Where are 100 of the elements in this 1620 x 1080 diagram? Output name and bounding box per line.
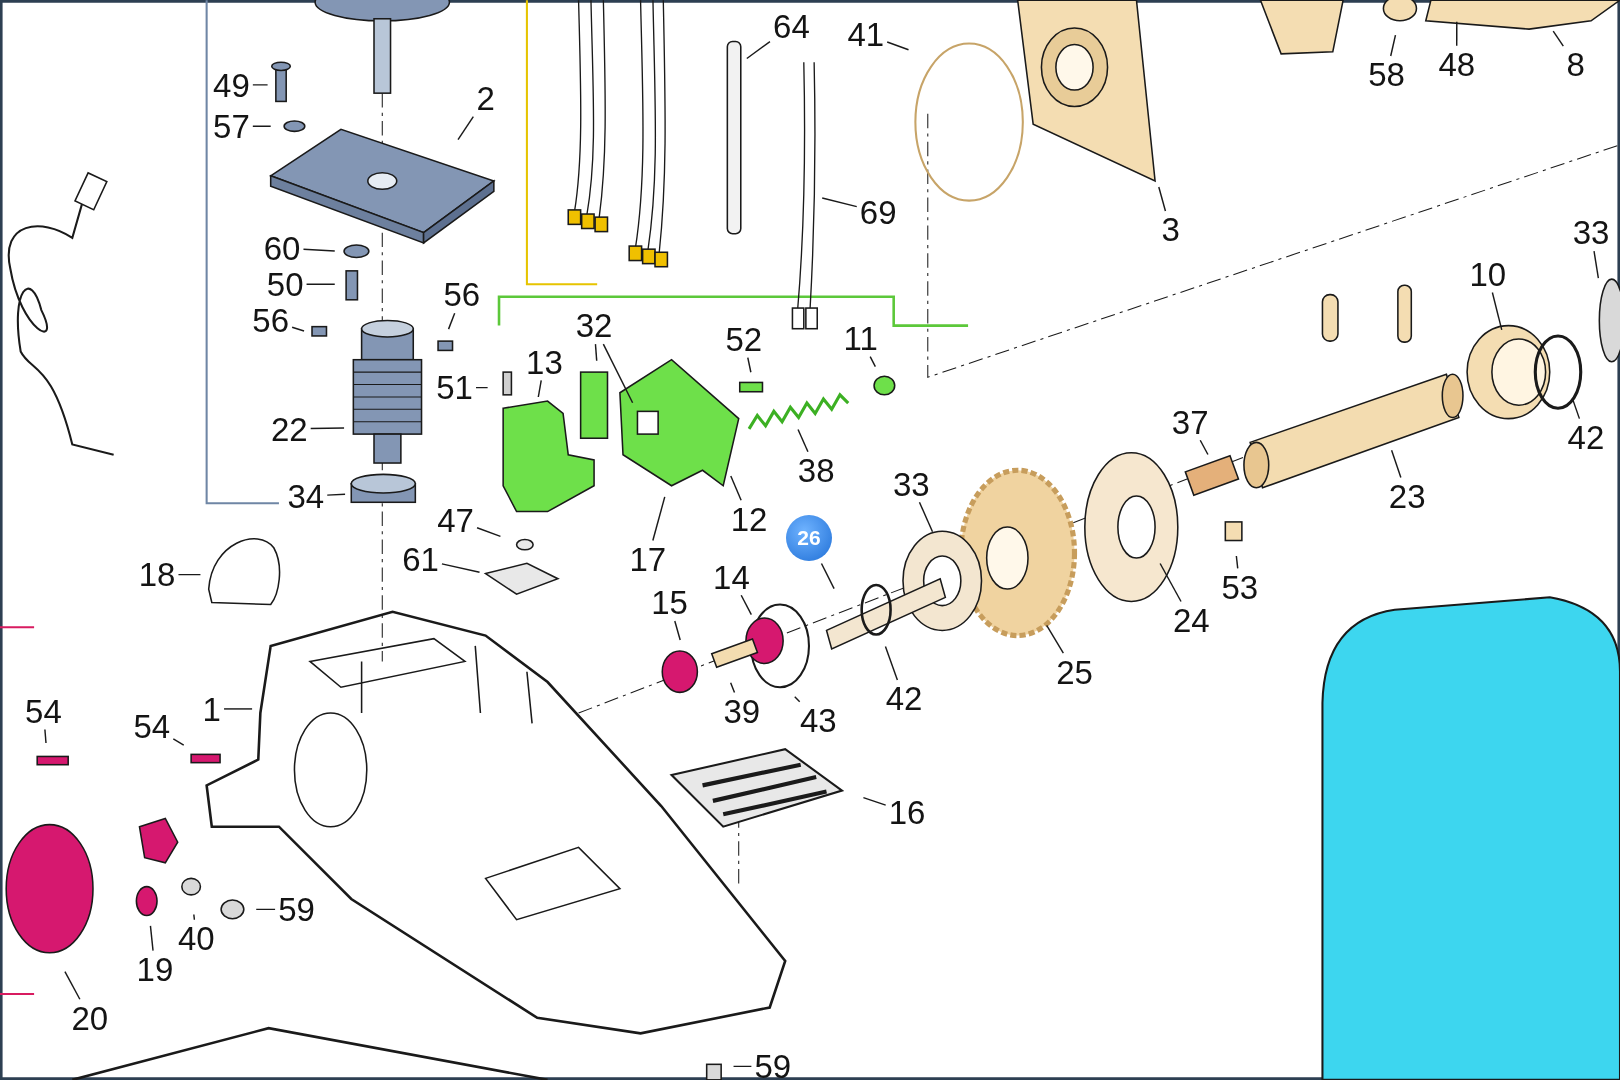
callout-number: 33 xyxy=(891,467,931,500)
callout-number: 54 xyxy=(132,709,172,743)
leader-line xyxy=(537,379,542,398)
leader-line xyxy=(64,970,81,1000)
leader-line xyxy=(177,573,202,576)
leader-line xyxy=(1491,291,1503,331)
callout-number: 52 xyxy=(724,322,764,356)
leader-line xyxy=(1593,250,1600,279)
callout-number: 12 xyxy=(729,502,769,536)
leader-line xyxy=(1159,562,1182,603)
leader-line xyxy=(1456,21,1458,47)
callout-number: 41 xyxy=(846,17,886,51)
callout-number: 16 xyxy=(887,795,927,829)
callout-number: 61 xyxy=(401,542,440,576)
callout-number: 19 xyxy=(135,952,175,986)
leader-line xyxy=(255,908,276,911)
callout-number: 58 xyxy=(1367,57,1406,91)
callout-number: 11 xyxy=(842,321,879,355)
callout-number: 51 xyxy=(435,370,474,404)
callout-number: 10 xyxy=(1468,257,1508,291)
callout-number: 69 xyxy=(858,195,898,229)
leader-line xyxy=(602,343,634,404)
leader-line xyxy=(729,681,736,694)
callout-number: 23 xyxy=(1387,479,1427,513)
leader-line xyxy=(886,41,910,51)
callout-number: 56 xyxy=(442,277,482,311)
leader-line xyxy=(149,925,154,952)
callout-number: 56 xyxy=(251,303,291,337)
leader-line xyxy=(1552,30,1565,47)
callout-badge: 26 xyxy=(785,515,832,562)
leader-line xyxy=(674,620,681,641)
callout-number: 17 xyxy=(628,542,668,576)
leader-line xyxy=(1571,397,1581,420)
callout-number: 15 xyxy=(650,585,689,619)
callout-number: 49 xyxy=(212,68,251,102)
leader-line xyxy=(291,326,305,332)
callout-number: 20 xyxy=(70,1001,110,1035)
leader-line xyxy=(747,356,752,373)
callout-number: 59 xyxy=(277,892,316,926)
leader-line xyxy=(447,312,456,330)
leader-line xyxy=(918,501,934,533)
leader-line xyxy=(302,248,336,252)
callout-number: 8 xyxy=(1565,47,1586,81)
leader-line xyxy=(821,197,858,208)
leader-line xyxy=(1390,449,1402,479)
callout-number: 42 xyxy=(1566,420,1606,454)
leader-line xyxy=(305,283,336,285)
leader-line xyxy=(730,475,742,501)
leader-line xyxy=(1390,34,1397,57)
leader-line xyxy=(441,563,481,573)
callout-number: 40 xyxy=(176,921,216,955)
leader-line xyxy=(172,738,185,746)
leader-line xyxy=(252,84,269,86)
leader-line xyxy=(476,527,502,538)
leader-line xyxy=(746,40,771,60)
leader-line xyxy=(1045,624,1065,654)
callout-number: 43 xyxy=(798,703,838,737)
callout-number: 38 xyxy=(796,453,836,487)
callout-number: 32 xyxy=(574,308,614,342)
leader-line xyxy=(652,496,666,542)
callout-number: 42 xyxy=(884,681,924,715)
leader-line xyxy=(326,493,346,496)
leader-line xyxy=(252,125,272,127)
callout-number: 25 xyxy=(1055,655,1094,689)
callout-number: 48 xyxy=(1437,47,1477,81)
leader-line xyxy=(862,796,887,806)
callout-number: 59 xyxy=(753,1049,793,1080)
leader-line xyxy=(820,562,835,590)
callout-number: 14 xyxy=(712,560,751,593)
callout-number: 53 xyxy=(1220,570,1260,604)
leader-line xyxy=(310,427,345,430)
callout-number: 18 xyxy=(137,557,177,591)
callout-number: 2 xyxy=(475,81,496,115)
callout-number: 37 xyxy=(1170,405,1210,438)
leader-line xyxy=(1158,186,1167,212)
callout-number: 22 xyxy=(269,412,309,446)
leader-line xyxy=(794,696,801,703)
callout-number: 1 xyxy=(201,692,222,726)
leader-line xyxy=(457,115,475,141)
callout-number: 47 xyxy=(436,503,475,537)
leader-line xyxy=(223,708,253,710)
leader-line xyxy=(884,645,899,681)
leader-line xyxy=(193,913,196,921)
callout-number: 33 xyxy=(1571,215,1611,249)
callout-number: 13 xyxy=(525,345,564,379)
callout-number: 64 xyxy=(772,9,811,43)
callout-number: 3 xyxy=(1160,212,1181,246)
leader-line xyxy=(869,355,877,368)
leader-line xyxy=(740,594,753,616)
callout-number: 24 xyxy=(1171,603,1211,637)
callout-number: 39 xyxy=(722,694,762,728)
callout-number: 60 xyxy=(262,231,302,265)
leader-line xyxy=(797,428,809,453)
callout-number: 54 xyxy=(24,694,63,728)
leader-line xyxy=(44,728,47,744)
callout-number: 57 xyxy=(212,109,251,143)
leader-line xyxy=(475,386,489,389)
callout-number: 50 xyxy=(265,267,305,301)
callout-number: 34 xyxy=(286,479,326,513)
leader-line xyxy=(1235,555,1239,570)
